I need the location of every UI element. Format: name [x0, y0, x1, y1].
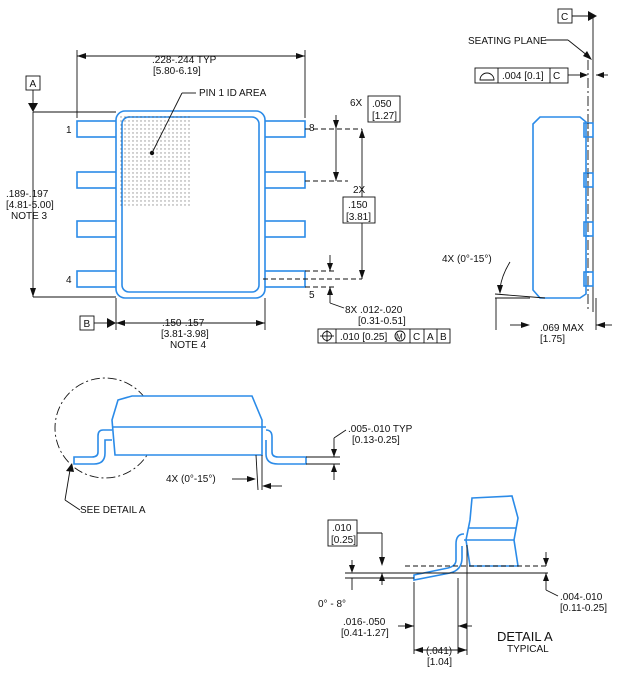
body-width-note: NOTE 4: [170, 340, 207, 351]
lead-thickness-dim-mm: [0.13-0.25]: [352, 435, 400, 446]
detail-a: .010 [0.25] 0° - 8° .004-.010 [0.11-0.25…: [318, 495, 607, 668]
see-detail-label: SEE DETAIL A: [80, 505, 146, 516]
lead-pin-4: [76, 270, 120, 288]
overall-width-dim-mm: [5.80-6.19]: [153, 66, 201, 77]
datum-c-label: C: [561, 12, 568, 23]
length-dim: .189-.197: [6, 189, 49, 200]
datum-a-label: A: [30, 79, 37, 90]
pitch-value: .050: [372, 99, 392, 110]
footprint-dim-mm: [1.04]: [427, 657, 452, 668]
top-view: PIN 1 ID AREA 1 4 8 5 .228-.244 TYP [5.8…: [6, 50, 451, 351]
side-view: C SEATING PLANE .004 [0.1] C 4X (0°-15°): [442, 8, 612, 345]
end-angle-label: 4X (0°-15°): [166, 474, 216, 485]
lead-pin-2: [76, 171, 120, 189]
detail-a-title: DETAIL A: [497, 629, 553, 644]
position-datum-2: A: [427, 332, 434, 343]
side-angle-label: 4X (0°-15°): [442, 254, 492, 265]
pin1-id-area: [120, 116, 192, 207]
footprint-dim: (.041): [426, 646, 452, 657]
pin-4-label: 4: [66, 275, 72, 286]
pitch-count: 6X: [350, 98, 363, 109]
lead-thickness-dim: .005-.010 TYP: [348, 424, 413, 435]
end-view-body: [111, 395, 263, 456]
position-datum-3: B: [440, 332, 447, 343]
pin-8-label: 8: [309, 123, 315, 134]
seating-plane-label: SEATING PLANE: [468, 36, 547, 47]
detail-a-subtitle: TYPICAL: [507, 644, 549, 655]
span-value: .150: [348, 200, 368, 211]
datum-b-label: B: [84, 319, 91, 330]
foot-length-dim-mm: [0.41-1.27]: [341, 628, 389, 639]
position-mod: M: [396, 333, 403, 342]
standoff-dim: .004-.010: [560, 592, 603, 603]
position-datum-1: C: [413, 332, 420, 343]
pin-1-label: 1: [66, 125, 72, 136]
coplanarity-icon: [479, 72, 495, 81]
overall-width-dim: .228-.244 TYP: [152, 55, 217, 66]
detail-body: [465, 495, 519, 567]
lead-pin-1: [76, 120, 120, 138]
foot-length-dim: .016-.050: [343, 617, 386, 628]
height-dim-mm: [1.75]: [540, 334, 565, 345]
coplanarity-value: .004 [0.1]: [502, 71, 544, 82]
span-mm: [3.81]: [346, 212, 371, 223]
lead-width-dim: 8X .012-.020: [345, 305, 403, 316]
side-body: [532, 116, 587, 299]
end-view: .005-.010 TYP [0.13-0.25] 4X (0°-15°) SE…: [54, 377, 413, 516]
body-width-dim: .150-.157: [162, 318, 205, 329]
pin-5-label: 5: [309, 290, 315, 301]
lead-width-dim-mm: [0.31-0.51]: [358, 316, 406, 327]
foot-angle-label: 0° - 8°: [318, 599, 346, 610]
span-count: 2X: [353, 185, 366, 196]
position-tol: .010 [0.25]: [340, 332, 387, 343]
lead-pin-3: [76, 220, 120, 238]
length-note: NOTE 3: [11, 211, 48, 222]
lead-pin-6: [262, 220, 306, 238]
pin1-area-label: PIN 1 ID AREA: [199, 88, 267, 99]
pitch-mm: [1.27]: [372, 111, 397, 122]
gauge-mm: [0.25]: [331, 535, 356, 546]
coplanarity-datum: C: [553, 71, 560, 82]
lead-pin-8: [262, 120, 306, 138]
length-dim-mm: [4.81-5.00]: [6, 200, 54, 211]
gauge-value: .010: [332, 523, 352, 534]
height-dim: .069 MAX: [540, 323, 584, 334]
lead-pin-7: [262, 171, 306, 189]
standoff-dim-mm: [0.11-0.25]: [560, 603, 607, 614]
body-width-dim-mm: [3.81-3.98]: [161, 329, 209, 340]
